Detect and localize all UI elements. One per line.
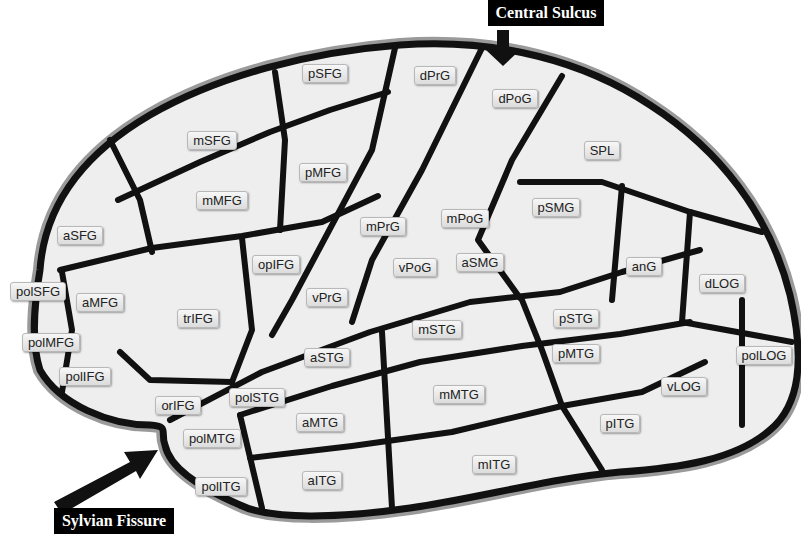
region-label: aSFG	[63, 228, 97, 243]
region-chip: aSTG	[304, 348, 350, 367]
region-border	[520, 182, 762, 232]
region-chip: orIFG	[155, 396, 200, 415]
region-chip: pSTG	[553, 309, 599, 328]
region-border	[118, 92, 388, 200]
region-border	[612, 186, 622, 300]
region-label: pSFG	[308, 66, 342, 81]
region-label: mMFG	[202, 193, 242, 208]
region-chip: pSMG	[532, 198, 581, 217]
region-label: trIFG	[183, 311, 213, 326]
region-chip: polIFG	[59, 367, 110, 386]
region-label: vPoG	[399, 260, 432, 275]
region-label: pITG	[606, 416, 635, 431]
region-label: mPoG	[447, 211, 484, 226]
region-border	[522, 300, 602, 470]
region-label: aSMG	[462, 255, 499, 270]
region-border	[232, 238, 252, 382]
region-chip: dPoG	[492, 89, 537, 108]
region-label: polIFG	[65, 369, 104, 384]
region-border	[272, 48, 395, 335]
region-label: mITG	[478, 457, 511, 472]
region-label: pMTG	[558, 346, 594, 361]
region-chip: aITG	[302, 471, 343, 490]
region-chip: vPoG	[393, 258, 438, 277]
region-chip: mMTG	[433, 385, 485, 404]
region-label: dPrG	[420, 68, 450, 83]
region-chip: dLOG	[699, 274, 746, 293]
region-chip: pMFG	[299, 163, 347, 182]
region-label: vPrG	[312, 290, 342, 305]
region-label: polLOG	[742, 348, 787, 363]
region-label: anG	[632, 259, 657, 274]
region-chip: aSFG	[57, 226, 103, 245]
region-chip: polSFG	[10, 282, 66, 301]
region-label: dLOG	[705, 276, 740, 291]
region-label: polMTG	[189, 431, 235, 446]
region-label: pSTG	[559, 311, 593, 326]
region-border	[110, 140, 152, 252]
region-label: pMFG	[305, 165, 341, 180]
brain-surface	[34, 44, 798, 516]
region-label: pSMG	[538, 200, 575, 215]
region-chip: vPrG	[306, 288, 348, 307]
region-chip: mSFG	[187, 131, 237, 150]
region-chip: polITG	[195, 477, 246, 496]
region-chip: aMTG	[296, 413, 344, 432]
region-chip: pSFG	[302, 64, 348, 83]
region-label: polITG	[201, 479, 240, 494]
pointer-arrow	[54, 450, 158, 514]
region-label: aMFG	[82, 295, 118, 310]
region-label: polSTG	[235, 390, 279, 405]
region-chip: trIFG	[177, 309, 219, 328]
region-label: aITG	[308, 473, 337, 488]
region-borders	[60, 48, 792, 508]
callout-box: Sylvian Fissure	[54, 508, 174, 534]
region-chip: polMTG	[183, 429, 241, 448]
region-border	[352, 48, 482, 322]
region-chip: anG	[626, 257, 663, 276]
region-chip: mMFG	[196, 191, 248, 210]
region-label: mSFG	[193, 133, 231, 148]
region-label: opIFG	[258, 257, 294, 272]
region-border	[682, 322, 792, 342]
region-border	[120, 352, 232, 382]
region-chip: mITG	[472, 455, 517, 474]
region-label: aSTG	[310, 350, 344, 365]
region-chip: pITG	[600, 414, 641, 433]
region-chip: dPrG	[414, 66, 456, 85]
region-chip: polSTG	[229, 388, 285, 407]
region-label: mSTG	[418, 322, 456, 337]
region-chip: mSTG	[412, 320, 462, 339]
region-label: polMFG	[28, 335, 74, 350]
region-label: SPL	[590, 143, 615, 158]
callout-box: Central Sulcus	[488, 0, 605, 26]
region-border	[382, 332, 392, 508]
region-chip: pMTG	[552, 344, 600, 363]
region-border	[250, 362, 705, 458]
region-chip: opIFG	[252, 255, 300, 274]
region-chip: mPrG	[360, 217, 406, 236]
region-chip: mPoG	[441, 209, 490, 228]
region-chip: aSMG	[456, 253, 505, 272]
region-border	[275, 72, 285, 230]
region-border	[240, 322, 690, 415]
region-label: mMTG	[439, 387, 479, 402]
region-label: aMTG	[302, 415, 338, 430]
region-chip: polLOG	[736, 346, 793, 365]
region-label: Sylvian Fissure	[62, 512, 166, 530]
brain-halo	[34, 44, 798, 516]
region-label: polSFG	[16, 284, 60, 299]
region-label: orIFG	[161, 398, 194, 413]
region-label: dPoG	[498, 91, 531, 106]
region-label: vLOG	[667, 379, 701, 394]
region-chip: SPL	[584, 141, 621, 160]
region-label: mPrG	[366, 219, 400, 234]
region-label: Central Sulcus	[496, 4, 597, 22]
region-border	[682, 212, 690, 322]
region-chip: vLOG	[661, 377, 707, 396]
region-chip: aMFG	[76, 293, 124, 312]
pointer-arrow	[486, 30, 520, 66]
region-chip: polMFG	[22, 333, 80, 352]
